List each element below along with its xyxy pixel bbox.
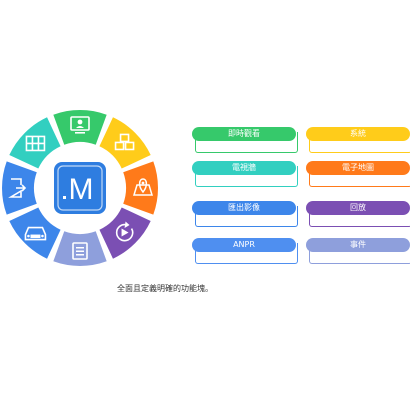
- feature-label: 回放: [306, 201, 410, 215]
- wheel-sector: [99, 207, 151, 259]
- feature-tag: ANPR: [192, 238, 298, 264]
- feature-label: 系統: [306, 127, 410, 141]
- feature-tag-frame: [195, 132, 298, 153]
- feature-tag: 系統: [306, 127, 410, 153]
- caption: 全面且定義明確的功能塊。: [117, 284, 213, 293]
- wheel-sector: [2, 161, 37, 215]
- feature-tag: 電子地圖: [306, 161, 410, 187]
- feature-tag: 電視牆: [192, 161, 298, 187]
- feature-tag: 回放: [306, 201, 410, 227]
- monitor-user-icon: [70, 116, 90, 134]
- wheel-sector: [123, 161, 158, 215]
- cubes-icon: [114, 133, 135, 151]
- center-letter: M: [69, 173, 94, 206]
- feature-label: ANPR: [192, 238, 296, 252]
- wheel-sector: [99, 117, 151, 169]
- wheel-sector: [9, 117, 61, 169]
- feature-tag-frame: [309, 132, 410, 153]
- wheel-sector: [9, 207, 61, 259]
- feature-tag-frame: [309, 206, 410, 227]
- feature-tag-frame: [195, 206, 298, 227]
- export-icon: [8, 178, 27, 198]
- feature-tag-frame: [309, 243, 410, 264]
- feature-label: 事件: [306, 238, 410, 252]
- wheel-sector: [53, 110, 107, 145]
- map-pin-icon: [132, 178, 154, 196]
- feature-tag: 匯出影像: [192, 201, 298, 227]
- playback-icon: [115, 221, 134, 242]
- wheel-sector: [53, 231, 107, 266]
- feature-label: 匯出影像: [192, 201, 296, 215]
- center-logo: M: [35, 143, 125, 233]
- grid-layout-icon: [25, 135, 46, 152]
- document-list-icon: [72, 242, 88, 260]
- feature-tag: 即時觀看: [192, 127, 298, 153]
- feature-wheel: M: [2, 110, 158, 266]
- feature-tag: 事件: [306, 238, 410, 264]
- feature-label: 即時觀看: [192, 127, 296, 141]
- feature-label: 電視牆: [192, 161, 296, 175]
- feature-tag-frame: [195, 166, 298, 187]
- feature-label: 電子地圖: [306, 161, 410, 175]
- car-plate-icon: [24, 226, 47, 241]
- feature-tag-frame: [195, 243, 298, 264]
- feature-tag-frame: [309, 166, 410, 187]
